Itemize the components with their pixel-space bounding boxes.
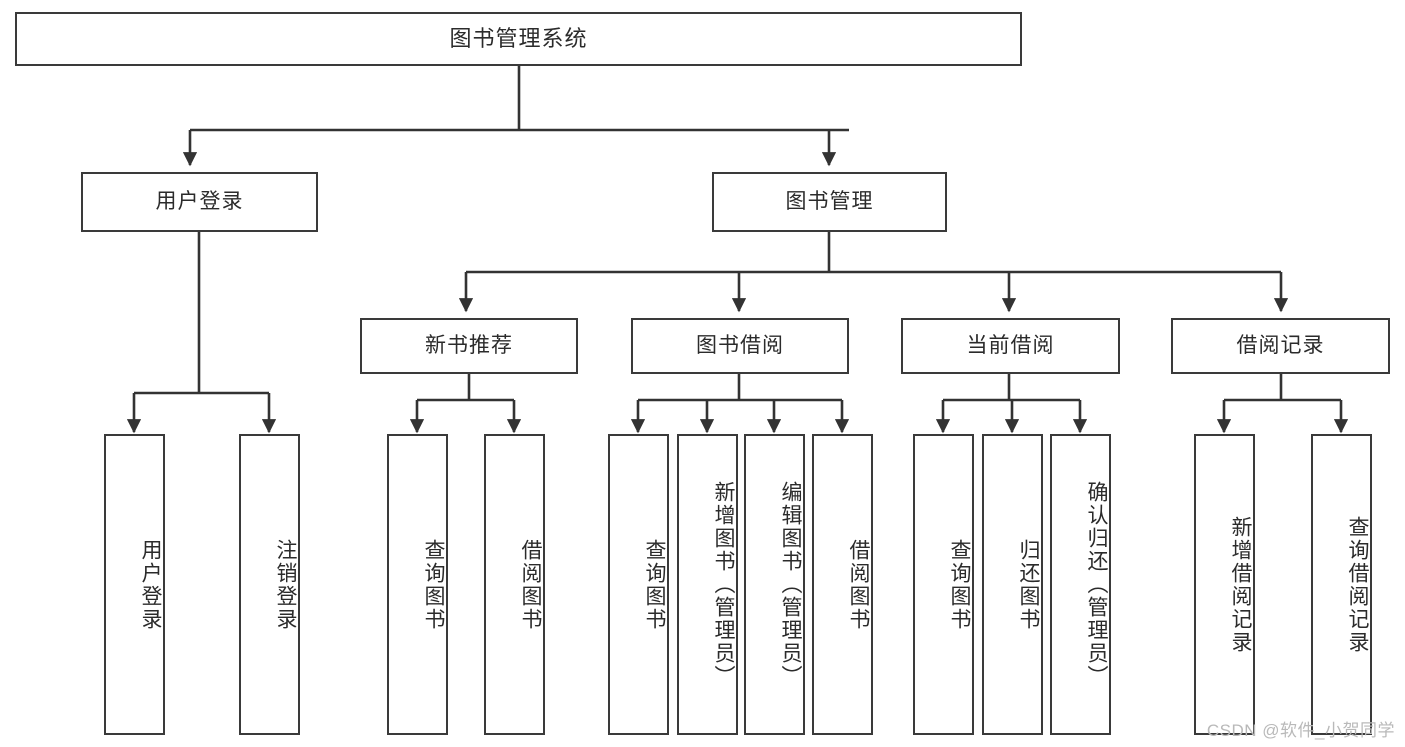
node-leaf-edit-book-label: 编辑图书（管理员） — [779, 481, 802, 688]
node-leaf-user-login[interactable]: 用户登录 — [104, 434, 165, 735]
node-leaf-confirm-return[interactable]: 确认归还（管理员） — [1050, 434, 1111, 735]
node-leaf-borrow-book-2[interactable]: 借阅图书 — [812, 434, 873, 735]
node-book-manage[interactable]: 图书管理 — [712, 172, 947, 232]
node-current-borrow[interactable]: 当前借阅 — [901, 318, 1120, 374]
node-leaf-query-book-2[interactable]: 查询图书 — [608, 434, 669, 735]
node-current-borrow-label: 当前借阅 — [966, 334, 1055, 358]
node-leaf-logout[interactable]: 注销登录 — [239, 434, 300, 735]
node-leaf-user-login-label: 用户登录 — [139, 538, 162, 631]
node-user-login[interactable]: 用户登录 — [81, 172, 318, 232]
node-leaf-query-record[interactable]: 查询借阅记录 — [1311, 434, 1372, 735]
node-leaf-query-book-3-label: 查询图书 — [948, 538, 971, 631]
node-leaf-add-book[interactable]: 新增图书（管理员） — [677, 434, 738, 735]
node-leaf-query-book-1-label: 查询图书 — [422, 538, 445, 631]
node-borrow-record-label: 借阅记录 — [1236, 334, 1325, 358]
node-new-book-rec[interactable]: 新书推荐 — [360, 318, 578, 374]
node-leaf-add-record[interactable]: 新增借阅记录 — [1194, 434, 1255, 735]
node-leaf-return-book-label: 归还图书 — [1017, 538, 1040, 631]
node-leaf-query-book-1[interactable]: 查询图书 — [387, 434, 448, 735]
node-leaf-logout-label: 注销登录 — [274, 538, 297, 631]
node-leaf-query-record-label: 查询借阅记录 — [1346, 515, 1369, 654]
node-leaf-query-book-2-label: 查询图书 — [643, 538, 666, 631]
node-book-borrow-label: 图书借阅 — [696, 334, 784, 358]
node-leaf-borrow-book-2-label: 借阅图书 — [847, 538, 870, 631]
csdn-watermark: CSDN @软件_小贺同学 — [1206, 721, 1395, 740]
node-leaf-borrow-book-1-label: 借阅图书 — [519, 538, 542, 631]
node-root-label: 图书管理系统 — [449, 25, 588, 51]
node-book-manage-label: 图书管理 — [785, 190, 874, 214]
node-leaf-add-book-label: 新增图书（管理员） — [712, 481, 735, 688]
node-borrow-record[interactable]: 借阅记录 — [1171, 318, 1390, 374]
node-leaf-borrow-book-1[interactable]: 借阅图书 — [484, 434, 545, 735]
node-leaf-edit-book[interactable]: 编辑图书（管理员） — [744, 434, 805, 735]
node-leaf-query-book-3[interactable]: 查询图书 — [913, 434, 974, 735]
node-user-login-label: 用户登录 — [155, 190, 244, 214]
node-new-book-rec-label: 新书推荐 — [425, 334, 513, 358]
node-root[interactable]: 图书管理系统 — [15, 12, 1022, 66]
node-book-borrow[interactable]: 图书借阅 — [631, 318, 849, 374]
node-leaf-return-book[interactable]: 归还图书 — [982, 434, 1043, 735]
node-leaf-add-record-label: 新增借阅记录 — [1229, 515, 1252, 654]
node-leaf-confirm-return-label: 确认归还（管理员） — [1085, 481, 1108, 688]
